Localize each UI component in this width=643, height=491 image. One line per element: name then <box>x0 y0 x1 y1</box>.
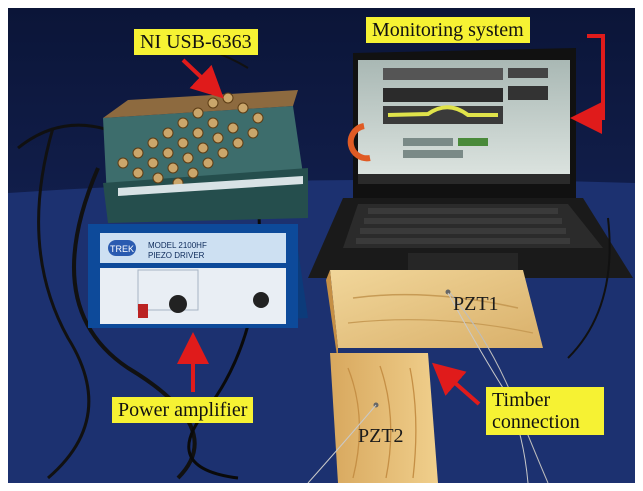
photo-frame: TREK MODEL 2100HF PIEZO DRIVER <box>8 8 635 483</box>
timber-connection-label: Timber connection <box>486 387 604 435</box>
product-text: PIEZO DRIVER <box>148 251 205 260</box>
pzt1-label: PZT1 <box>453 293 499 315</box>
amplifier-label: Power amplifier <box>112 397 254 423</box>
timber-label-line2: connection <box>492 411 580 433</box>
daq-label: NI USB-6363 <box>134 29 258 55</box>
model-text: MODEL 2100HF <box>148 241 207 250</box>
timber-label-line1: Timber <box>492 389 551 411</box>
monitoring-label: Monitoring system <box>366 17 530 43</box>
pzt2-label: PZT2 <box>358 425 404 447</box>
lab-setup-photo: TREK MODEL 2100HF PIEZO DRIVER <box>8 8 635 483</box>
brand-text: TREK <box>110 244 134 254</box>
